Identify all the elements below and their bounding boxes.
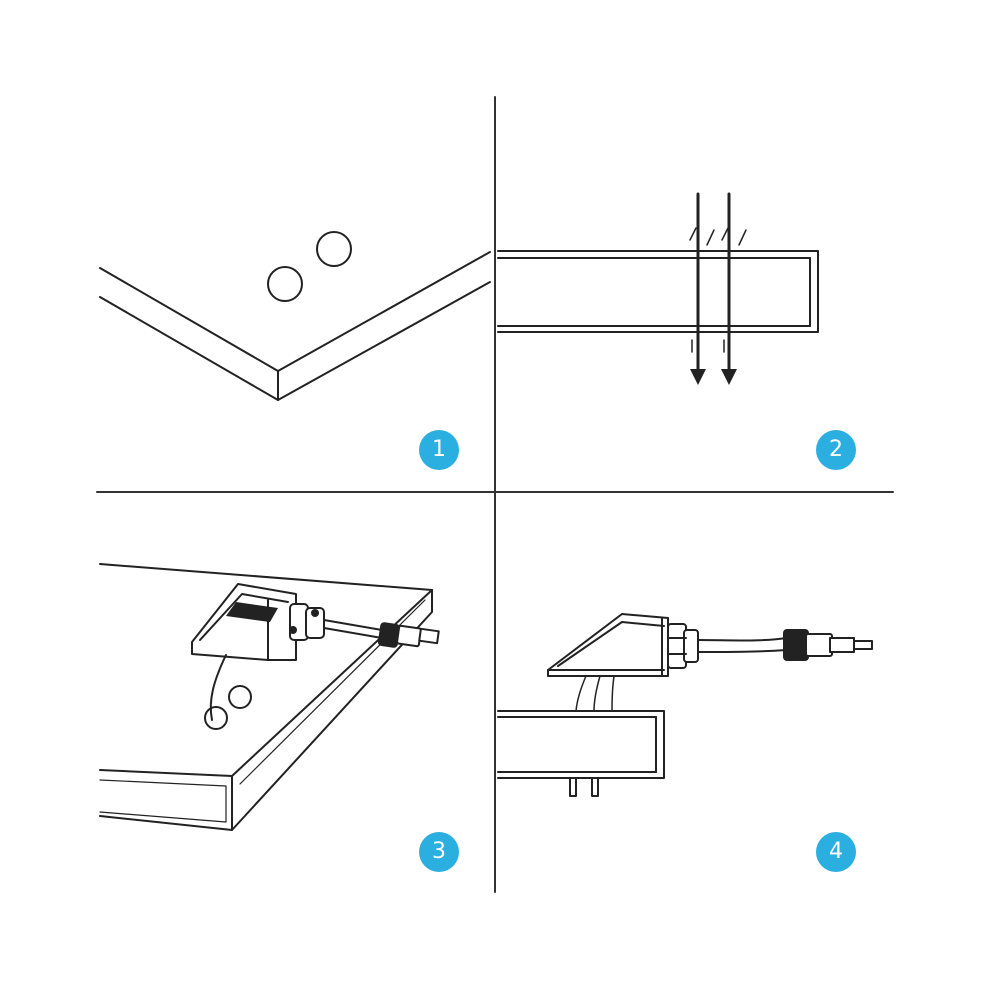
step-2-badge: 2 — [816, 430, 856, 470]
panel-cross-section — [497, 710, 665, 779]
step-4-badge: 4 — [816, 832, 856, 872]
cable — [697, 637, 787, 653]
step-1-badge: 1 — [419, 430, 459, 470]
gland-nut — [289, 603, 325, 641]
panel-corner — [99, 251, 491, 401]
wire-through-hole — [209, 654, 227, 721]
drill-hole-1 — [267, 266, 303, 302]
cable-gland-box — [191, 583, 297, 661]
mc4-connector — [783, 629, 873, 661]
down-arrow-icon — [721, 192, 737, 385]
panel-cross-section — [497, 250, 819, 333]
step-2-illustration — [497, 192, 819, 385]
step-4-illustration — [497, 613, 873, 797]
drill-marks — [689, 227, 747, 353]
step-1-illustration — [99, 231, 491, 401]
down-arrow-icon — [690, 192, 706, 385]
step-3-illustration — [99, 563, 440, 831]
cable — [323, 619, 383, 639]
hole-with-wire — [204, 706, 228, 730]
gland-nut — [667, 623, 699, 669]
panel-dividers — [96, 96, 894, 893]
cable-gland-box — [547, 613, 669, 677]
pins-below-panel — [569, 777, 599, 797]
mc4-connector — [377, 622, 440, 648]
step-3-badge: 3 — [419, 832, 459, 872]
empty-hole — [228, 685, 252, 709]
wires-into-panel — [575, 675, 615, 712]
drill-hole-2 — [316, 231, 352, 267]
